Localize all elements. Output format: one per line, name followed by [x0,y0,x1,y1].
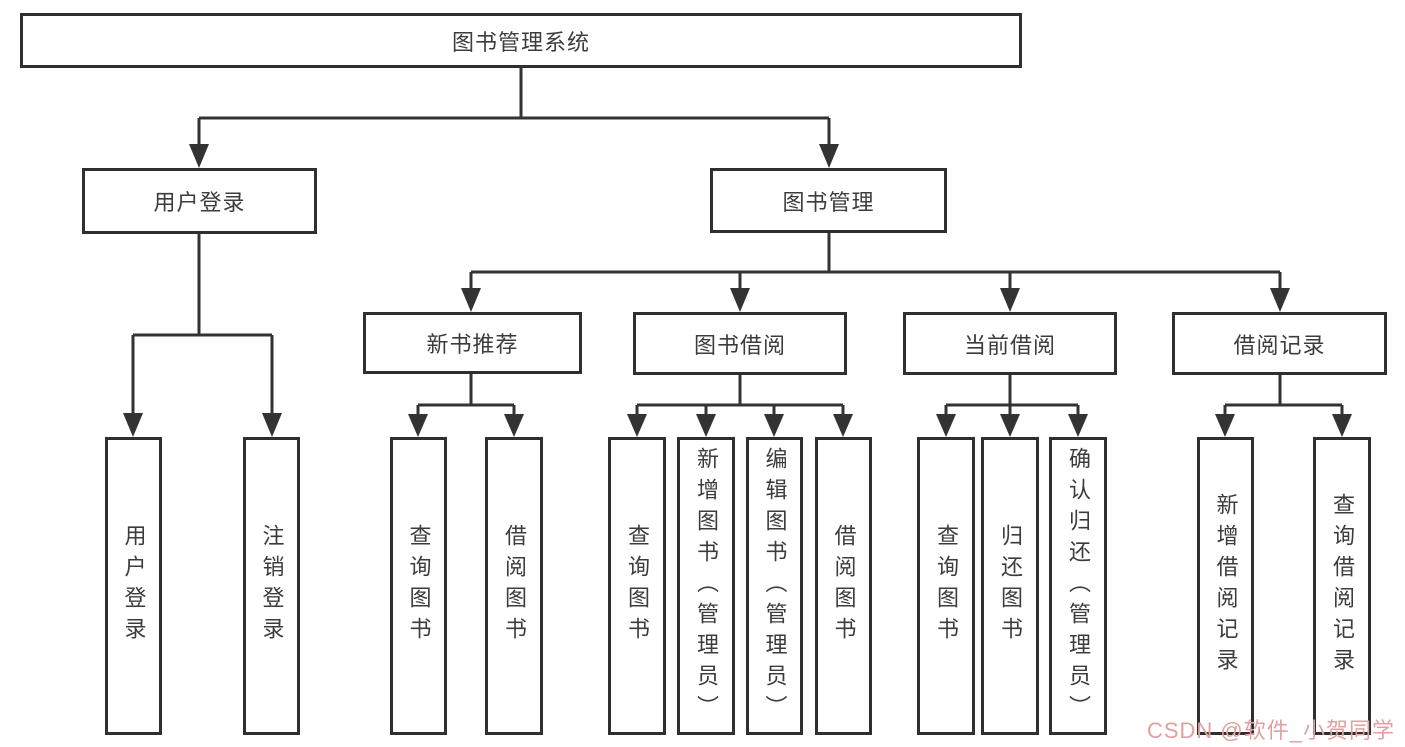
arrowhead-down-icon [1270,288,1290,312]
arrowhead-down-icon [819,144,839,168]
node-label: 归还图书 [998,524,1023,648]
node-label: 借阅图书 [502,524,527,648]
connector-book-borrowing-to-leaves [635,375,845,415]
node-label: 新增借阅记录 [1213,493,1239,679]
node-label: 用户登录 [121,524,147,648]
node-borrowing-records: 借阅记录 [1172,312,1387,375]
node-label: 图书借阅 [693,332,786,358]
arrowhead-down-icon [1000,414,1020,437]
node-label: 新增图书（管理员） [694,446,719,726]
arrowhead-down-icon [1215,414,1235,437]
node-leaf-query-borrow-record: 查询借阅记录 [1313,437,1371,735]
node-label: 借阅记录 [1233,332,1326,358]
node-library-system: 图书管理系统 [20,13,1022,68]
node-current-borrowing: 当前借阅 [903,312,1117,375]
arrowhead-down-icon [936,414,956,437]
node-leaf-current-query-books: 查询图书 [917,437,975,735]
node-book-management: 图书管理 [710,168,947,233]
arrowhead-down-icon [262,413,282,437]
node-label: 查询借阅记录 [1330,493,1355,679]
node-label: 图书管理系统 [451,29,590,55]
arrowhead-down-icon [504,414,524,437]
node-label: 确认归还（管理员） [1066,446,1091,726]
arrowhead-down-icon [1332,414,1352,437]
node-user-login: 用户登录 [82,168,317,234]
connector-current-borrowing-to-leaves [944,375,1080,415]
node-leaf-borrow-borrow-books: 借阅图书 [815,437,872,735]
connector-book-mgmt-to-level3 [469,233,1282,289]
node-label: 查询图书 [934,524,959,648]
node-label: 查询图书 [406,524,432,648]
node-leaf-current-confirm-return-admin: 确认归还（管理员） [1049,437,1107,735]
node-new-book-recommend: 新书推荐 [363,312,582,374]
node-leaf-current-return-books: 归还图书 [981,437,1039,735]
arrowhead-down-icon [123,413,143,437]
arrowhead-down-icon [696,414,716,437]
node-leaf-borrow-add-books-admin: 新增图书（管理员） [677,437,735,735]
node-label: 新书推荐 [426,332,519,357]
node-label: 编辑图书（管理员） [762,446,788,726]
connector-new-book-rec-to-leaves [416,374,516,415]
node-label: 用户登录 [153,190,246,215]
arrowhead-down-icon [1000,288,1020,312]
node-leaf-borrow-query-books: 查询图书 [608,437,666,735]
arrowhead-down-icon [627,414,647,437]
node-leaf-add-borrow-record: 新增借阅记录 [1197,437,1254,735]
connector-borrowing-records-to-leaves [1223,375,1344,415]
arrowhead-down-icon [833,414,853,437]
node-label: 当前借阅 [963,332,1056,358]
node-leaf-rec-borrow-books: 借阅图书 [485,437,543,735]
watermark: CSDN @软件_小贺同学 [1146,718,1395,743]
node-leaf-user-login: 用户登录 [105,437,162,735]
node-label: 注销登录 [259,524,285,648]
arrowhead-down-icon [461,288,481,312]
node-label: 图书管理 [782,189,875,215]
arrowhead-down-icon [764,414,784,437]
node-leaf-logout: 注销登录 [243,437,300,735]
node-leaf-rec-query-books: 查询图书 [390,437,447,735]
arrowhead-down-icon [189,144,209,168]
node-book-borrowing: 图书借阅 [633,312,847,375]
arrowhead-down-icon [1068,414,1088,437]
node-label: 查询图书 [625,524,650,648]
connector-user-login-to-leaves [131,234,274,414]
node-leaf-borrow-edit-books-admin: 编辑图书（管理员） [746,437,803,735]
arrowhead-down-icon [730,288,750,312]
node-label: 借阅图书 [831,524,857,648]
connector-root-to-level2 [197,68,831,145]
arrowhead-down-icon [408,414,428,437]
